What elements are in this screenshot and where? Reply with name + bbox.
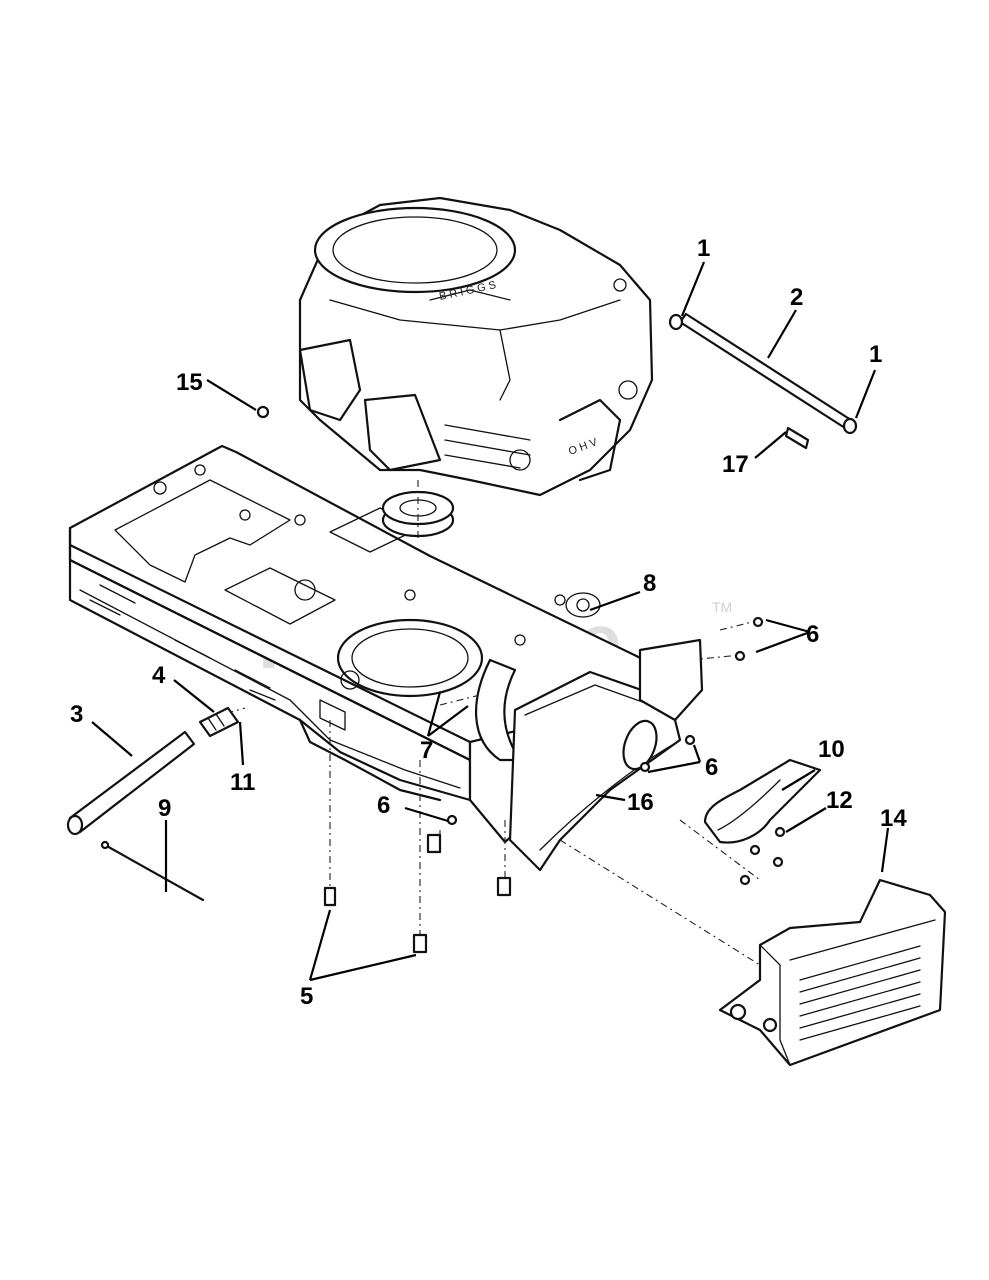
callout-6: 6 (705, 754, 718, 781)
leader-lines (91, 261, 890, 982)
callout-17: 17 (722, 451, 749, 478)
callout-11: 11 (230, 769, 255, 796)
frame-chassis (68, 444, 692, 844)
callout-5: 5 (300, 983, 313, 1010)
callout-15: 15 (176, 369, 203, 396)
callout-10: 10 (818, 736, 845, 763)
rod-part (668, 312, 858, 435)
callout-9: 9 (158, 795, 171, 822)
watermark-trademark: TM (712, 599, 732, 615)
cable-tie-part (100, 840, 205, 902)
fitting-part (198, 706, 240, 738)
nuts-part (446, 616, 764, 826)
callout-7: 7 (420, 737, 433, 764)
engine: BRIGGS OHV (298, 196, 654, 538)
tube-part (66, 730, 196, 836)
callout-3: 3 (70, 701, 83, 728)
heat-shield (718, 878, 947, 1067)
screws-part (739, 826, 786, 886)
spacer-part (784, 426, 810, 450)
callout-12: 12 (826, 787, 853, 814)
callout-numbers: 1 1 2 3 4 5 6 6 6 7 8 9 10 11 12 14 15 1… (70, 235, 907, 1010)
bolts-part (323, 833, 512, 954)
callout-1: 1 (869, 341, 882, 368)
callout-2: 2 (790, 284, 803, 311)
callout-14: 14 (880, 805, 907, 832)
callout-6: 6 (377, 792, 390, 819)
muffler-guard (703, 758, 822, 844)
callout-1: 1 (697, 235, 710, 262)
callout-16: 16 (627, 789, 654, 816)
callout-8: 8 (643, 570, 656, 597)
callout-6: 6 (806, 621, 819, 648)
muffler-assembly (474, 592, 704, 872)
callout-4: 4 (152, 662, 166, 689)
heat-shield-slots (799, 945, 921, 1041)
nut-part (256, 405, 270, 419)
